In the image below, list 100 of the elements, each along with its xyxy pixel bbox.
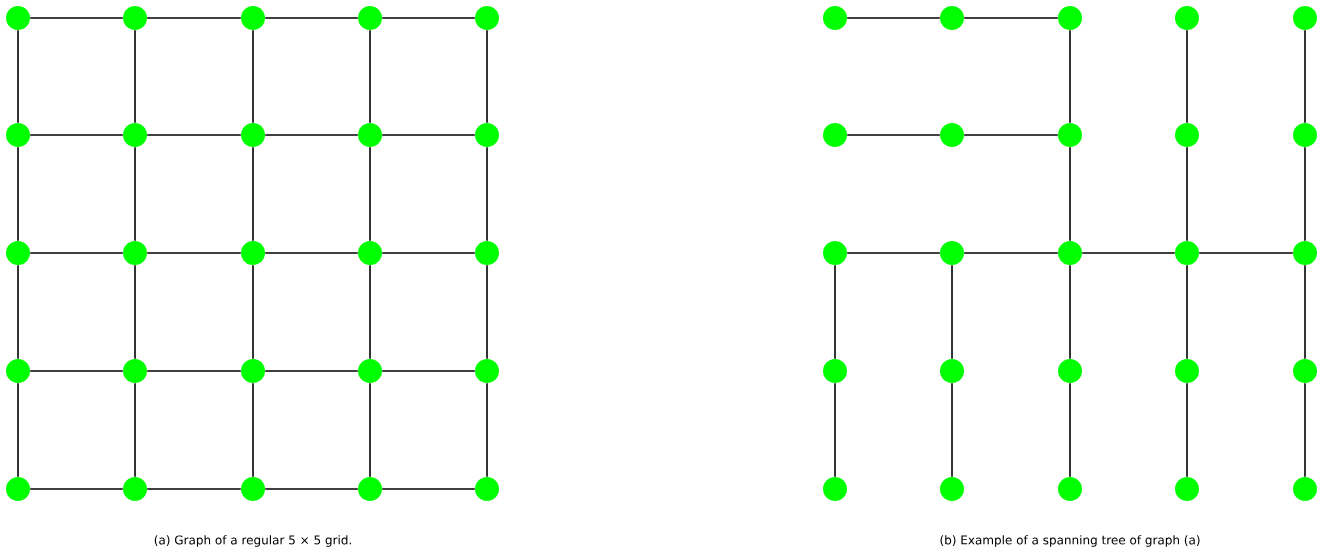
vertex-dot [241,359,265,383]
vertex-dot [1058,123,1082,147]
vertex-dot [940,241,964,265]
edge-line [369,382,371,478]
vertex-dot [358,6,382,30]
edge-line [963,134,1059,136]
edge-line [146,134,242,136]
edge-line [134,29,136,124]
edge-line [146,252,242,254]
edge-line [29,252,124,254]
vertex-dot [123,241,147,265]
vertex-dot [823,6,847,30]
vertex-dot [940,6,964,30]
edge-line [17,29,19,124]
edge-line [1304,146,1306,242]
vertex-dot [1175,6,1199,30]
vertex-dot [1058,241,1082,265]
edge-line [252,29,254,124]
edge-line [17,382,19,478]
vertex-dot [1058,477,1082,501]
edge-line [1069,29,1071,124]
edge-line [1304,264,1306,360]
vertex-dot [1058,6,1082,30]
edge-line [264,134,359,136]
vertex-dot [358,241,382,265]
vertex-dot [358,477,382,501]
edge-line [17,264,19,360]
vertex-dot [358,123,382,147]
edge-line [29,17,124,19]
edge-line [846,134,941,136]
edge-line [369,29,371,124]
vertex-dot [940,123,964,147]
edge-line [1304,29,1306,124]
vertex-dot [1175,359,1199,383]
vertex-dot [475,123,499,147]
vertex-dot [1175,477,1199,501]
edge-line [846,252,941,254]
edge-line [146,488,242,490]
edge-line [1069,146,1071,242]
edge-line [134,264,136,360]
vertex-dot [940,477,964,501]
edge-line [264,17,359,19]
edge-line [1198,252,1294,254]
edge-line [951,264,953,360]
vertex-dot [823,359,847,383]
vertex-dot [475,6,499,30]
vertex-dot [1293,6,1317,30]
edge-line [134,382,136,478]
edge-line [1186,29,1188,124]
edge-line [381,17,476,19]
edge-line [29,134,124,136]
edge-line [146,17,242,19]
vertex-dot [475,477,499,501]
vertex-dot [1175,123,1199,147]
vertex-dot [1293,241,1317,265]
vertex-dot [1175,241,1199,265]
vertex-dot [6,241,30,265]
vertex-dot [123,123,147,147]
vertex-dot [475,241,499,265]
vertex-dot [823,477,847,501]
vertex-dot [358,359,382,383]
vertex-dot [241,6,265,30]
vertex-dot [823,123,847,147]
vertex-dot [1058,359,1082,383]
edge-line [381,252,476,254]
edge-line [29,370,124,372]
edge-line [134,146,136,242]
vertex-dot [6,123,30,147]
edge-line [1186,264,1188,360]
edge-line [486,264,488,360]
vertex-dot [123,477,147,501]
vertex-dot [241,241,265,265]
edge-line [146,370,242,372]
edge-line [381,134,476,136]
edge-line [29,488,124,490]
edge-line [381,370,476,372]
vertex-dot [1293,477,1317,501]
edge-line [1069,264,1071,360]
edge-line [264,252,359,254]
edge-line [486,382,488,478]
caption: (b) Example of a spanning tree of graph (a) [940,535,1200,547]
edge-line [264,488,359,490]
edge-line [486,29,488,124]
edge-line [963,17,1059,19]
edge-line [252,264,254,360]
vertex-dot [6,359,30,383]
edge-line [264,370,359,372]
edge-line [1186,146,1188,242]
vertex-dot [1293,123,1317,147]
edge-line [369,146,371,242]
caption: (a) Graph of a regular 5 × 5 grid. [154,535,351,547]
vertex-dot [823,241,847,265]
edge-line [834,264,836,360]
vertex-dot [6,477,30,501]
edge-line [951,382,953,478]
edge-line [846,17,941,19]
vertex-dot [940,359,964,383]
edge-line [1304,382,1306,478]
edge-line [252,146,254,242]
vertex-dot [1293,359,1317,383]
